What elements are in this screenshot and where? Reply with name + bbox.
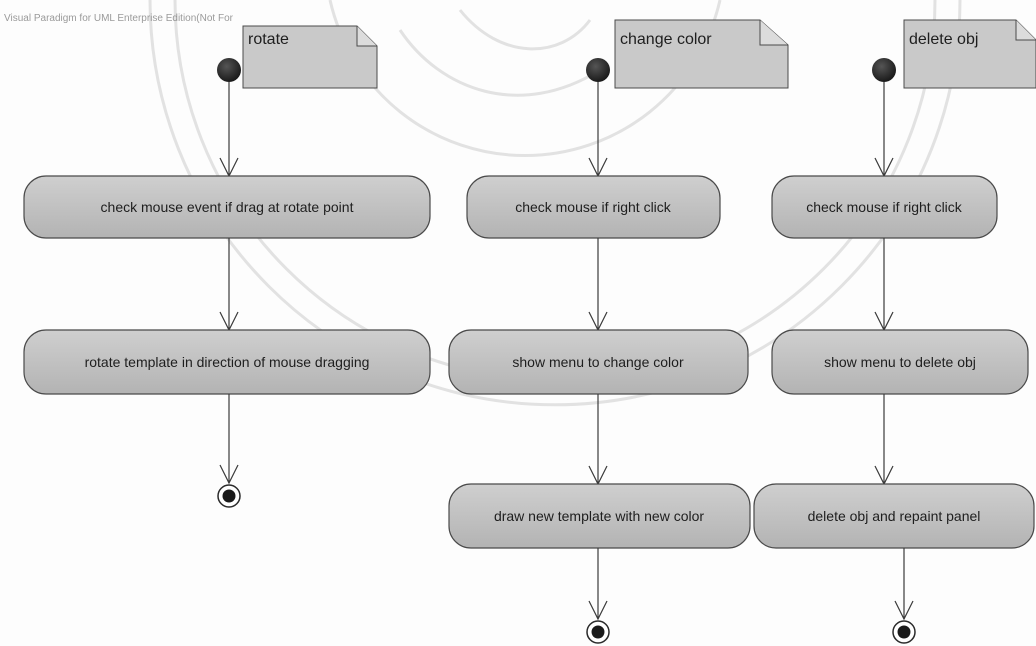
note-change-color[interactable]: change color bbox=[614, 19, 789, 89]
initial-node[interactable] bbox=[217, 58, 241, 82]
note-delete-obj[interactable]: delete obj bbox=[903, 19, 1036, 89]
action-draw-new-template[interactable]: draw new template with new color bbox=[448, 483, 751, 549]
action-check-right-click-color[interactable]: check mouse if right click bbox=[466, 175, 721, 239]
lane-delete-obj: delete obj check mouse if right click sh… bbox=[753, 19, 1036, 644]
note-change-color-label: change color bbox=[620, 31, 712, 48]
action-label: rotate template in direction of mouse dr… bbox=[85, 354, 370, 370]
arrowhead bbox=[894, 600, 914, 621]
arrowhead bbox=[588, 600, 608, 621]
tool-label: Visual Paradigm for UML Enterprise Editi… bbox=[4, 13, 233, 24]
action-show-menu-color[interactable]: show menu to change color bbox=[448, 329, 749, 395]
final-node[interactable] bbox=[586, 620, 610, 644]
action-label: check mouse if right click bbox=[806, 199, 963, 215]
action-check-right-click-delete[interactable]: check mouse if right click bbox=[771, 175, 998, 239]
note-delete-obj-label: delete obj bbox=[909, 31, 978, 48]
action-delete-and-repaint[interactable]: delete obj and repaint panel bbox=[753, 483, 1035, 549]
lane-rotate: rotate check mouse event if drag at rota… bbox=[23, 25, 431, 508]
action-label: delete obj and repaint panel bbox=[808, 508, 981, 524]
arrowhead bbox=[219, 464, 239, 485]
initial-node[interactable] bbox=[872, 58, 896, 82]
initial-node[interactable] bbox=[586, 58, 610, 82]
action-label: show menu to change color bbox=[512, 354, 684, 370]
action-check-drag[interactable]: check mouse event if drag at rotate poin… bbox=[23, 175, 431, 239]
final-node[interactable] bbox=[217, 484, 241, 508]
note-rotate-label: rotate bbox=[248, 31, 289, 48]
action-label: check mouse if right click bbox=[515, 199, 672, 215]
action-rotate-template[interactable]: rotate template in direction of mouse dr… bbox=[23, 329, 431, 395]
action-label: show menu to delete obj bbox=[824, 354, 976, 370]
final-node[interactable] bbox=[892, 620, 916, 644]
action-label: check mouse event if drag at rotate poin… bbox=[101, 199, 354, 215]
note-rotate[interactable]: rotate bbox=[242, 25, 378, 89]
lane-change-color: change color check mouse if right click … bbox=[448, 19, 789, 644]
action-label: draw new template with new color bbox=[494, 508, 704, 524]
action-show-menu-delete[interactable]: show menu to delete obj bbox=[771, 329, 1029, 395]
